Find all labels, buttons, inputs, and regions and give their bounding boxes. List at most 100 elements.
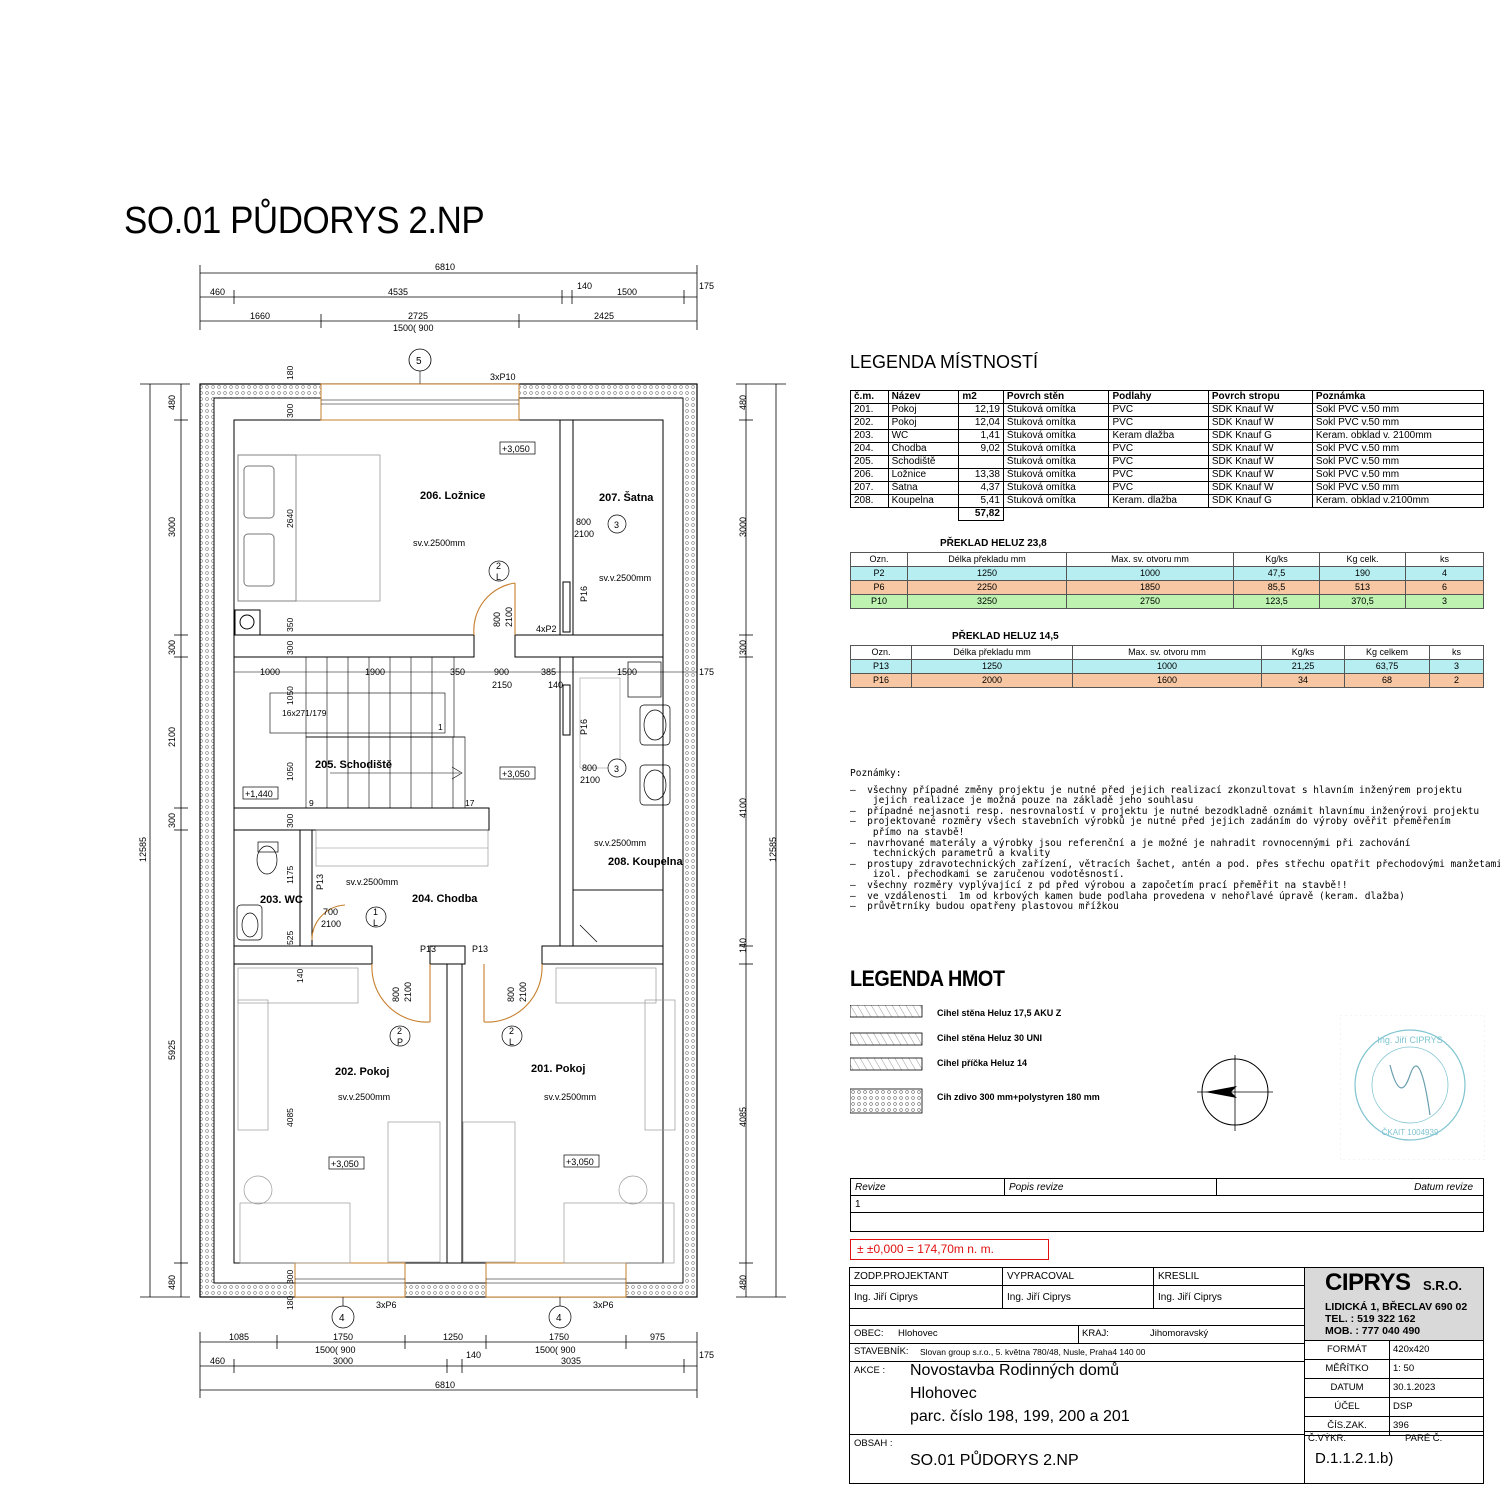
dim-bottom: 1750 <box>549 1332 569 1342</box>
table-cell: 204. <box>850 442 889 456</box>
ceiling-height: sv.v.2500mm <box>544 1092 596 1102</box>
title-field-value: DSP <box>1393 1401 1413 1412</box>
door-side: L <box>373 918 378 928</box>
door-swings <box>311 582 543 1023</box>
table-cell: Sokl PVC v.50 mm <box>1311 442 1485 456</box>
table-cell: Koupelna <box>887 494 960 508</box>
door-side: L <box>509 1037 514 1047</box>
table-cell: 47,5 <box>1233 566 1320 581</box>
lintel-label: 3xP6 <box>593 1300 614 1310</box>
table-cell: Sokl PVC v.50 mm <box>1311 481 1485 495</box>
table-cell: SDK Knauf W <box>1207 403 1313 417</box>
dim-left: 300 <box>167 813 177 828</box>
lintel-145-table: Ozn. Délka překladu mm Max. sv. otvoru m… <box>850 645 1484 688</box>
table-cell: Štuková omítka <box>1002 455 1110 469</box>
dim-right: 4085 <box>738 1107 748 1127</box>
lintel-145-title: PŘEKLAD HELUZ 14,5 <box>952 631 1059 642</box>
company-name: CIPRYS <box>1325 1269 1411 1296</box>
dim-left: 480 <box>167 1275 177 1290</box>
table-cell: Štuková omítka <box>1002 416 1110 430</box>
top-dimensions <box>199 265 698 330</box>
level-tag: +3,050 <box>502 769 530 779</box>
column-header: Ozn. <box>850 552 908 567</box>
column-header: Povrch stěn <box>1002 390 1110 404</box>
door-width: 800 <box>582 763 597 773</box>
dim-interior: 2150 <box>492 680 512 690</box>
dim-bottom: 140 <box>466 1350 481 1360</box>
dim-inner: 1050 <box>285 762 295 781</box>
room-label: 208. Koupelna <box>608 856 683 868</box>
column-header: ks <box>1405 552 1484 567</box>
door-height: 2100 <box>518 982 528 1002</box>
door-width: 800 <box>576 517 591 527</box>
dim-bottom: 1085 <box>229 1332 249 1342</box>
label: OBSAH : <box>854 1438 893 1449</box>
dim-right: 300 <box>738 640 748 655</box>
column-header: Datum revize <box>1216 1178 1484 1196</box>
dim-bottom-sub: 1500( 900 <box>315 1345 356 1355</box>
table-cell: Keram. obklad v.2100mm <box>1311 494 1485 508</box>
stavebnik-value: Slovan group s.r.o., 5. května 780/48, N… <box>920 1347 1146 1357</box>
stamp-text: Ing. Jiří CIPRYS <box>1377 1035 1442 1045</box>
note-line: přímo na stavbě! <box>850 826 965 838</box>
table-cell: SDK Knauf W <box>1207 416 1313 430</box>
level-tag: +1,440 <box>245 789 273 799</box>
level-tag: +3,050 <box>331 1159 359 1169</box>
table-cell: Štuková omítka <box>1002 403 1110 417</box>
label: VYPRACOVAL <box>1007 1271 1075 1282</box>
dim-left: 300 <box>167 640 177 655</box>
materials-title: LEGENDA HMOT <box>850 966 1005 991</box>
table-cell: SDK Knauf G <box>1207 494 1313 508</box>
room-label: 204. Chodba <box>412 893 478 905</box>
table-cell: 1000 <box>1072 659 1262 674</box>
material-item: Cih zdivo 300 mm+polystyren 180 mm <box>937 1092 1100 1102</box>
dim-top: 1500 <box>617 287 637 297</box>
dim-left-total: 12585 <box>138 837 148 862</box>
material-swatches <box>850 1005 923 1114</box>
dim-bottom: 3035 <box>561 1356 581 1366</box>
column-header: Název <box>887 390 960 404</box>
table-cell: 2750 <box>1066 594 1234 609</box>
table-cell: 68 <box>1344 673 1430 688</box>
table-cell: 34 <box>1261 673 1345 688</box>
dim-inner: 300 <box>285 641 295 655</box>
door-side: L <box>496 572 501 582</box>
dim-top: 460 <box>210 287 225 297</box>
table-cell: Keram. dlažba <box>1108 494 1209 508</box>
column-header: Revize <box>850 1178 1005 1196</box>
room-label: 205. Schodiště <box>315 759 392 771</box>
note-line: – všechny rozměry vyplývající z pd před … <box>850 879 1348 891</box>
dim-top: 1660 <box>250 311 270 321</box>
table-cell: Štuková omítka <box>1002 468 1110 482</box>
dim-inner: 1050 <box>285 686 295 705</box>
table-cell: 1850 <box>1066 580 1234 595</box>
label: AKCE : <box>854 1365 886 1376</box>
table-cell: 21,25 <box>1261 659 1345 674</box>
column-header: Max. sv. otvoru mm <box>1072 645 1262 660</box>
obsah-value: SO.01 PŮDORYS 2.NP <box>910 1452 1079 1469</box>
north-arrow-icon <box>1197 1055 1273 1131</box>
label: ZODP.PROJEKTANT <box>854 1271 949 1282</box>
door-side: P <box>397 1037 403 1047</box>
lintel-label: 4xP2 <box>536 624 557 634</box>
note-line: – ve vzdálenosti 1m od krbových kamen bu… <box>850 890 1405 902</box>
door-number: 3 <box>614 520 619 530</box>
label: OBEC: <box>854 1328 884 1339</box>
table-cell: 2 <box>1429 673 1484 688</box>
note-line: – projektované rozměry všech stavebních … <box>850 816 1451 828</box>
door-height: 2100 <box>321 919 341 929</box>
table-cell: Štuková omítka <box>1002 429 1110 443</box>
grid-marker: 5 <box>416 356 422 367</box>
table-cell: P10 <box>850 594 908 609</box>
table-cell: Schodiště <box>887 455 960 469</box>
table-cell: 208. <box>850 494 889 508</box>
lintel-label: P13 <box>420 944 436 954</box>
ceiling-height: sv.v.2500mm <box>413 538 465 548</box>
table-cell: Pokoj <box>887 416 960 430</box>
table-cell: Sokl PVC v.50 mm <box>1311 416 1485 430</box>
table-cell: 370,5 <box>1319 594 1406 609</box>
title-field-label: FORMÁT <box>1305 1341 1390 1359</box>
